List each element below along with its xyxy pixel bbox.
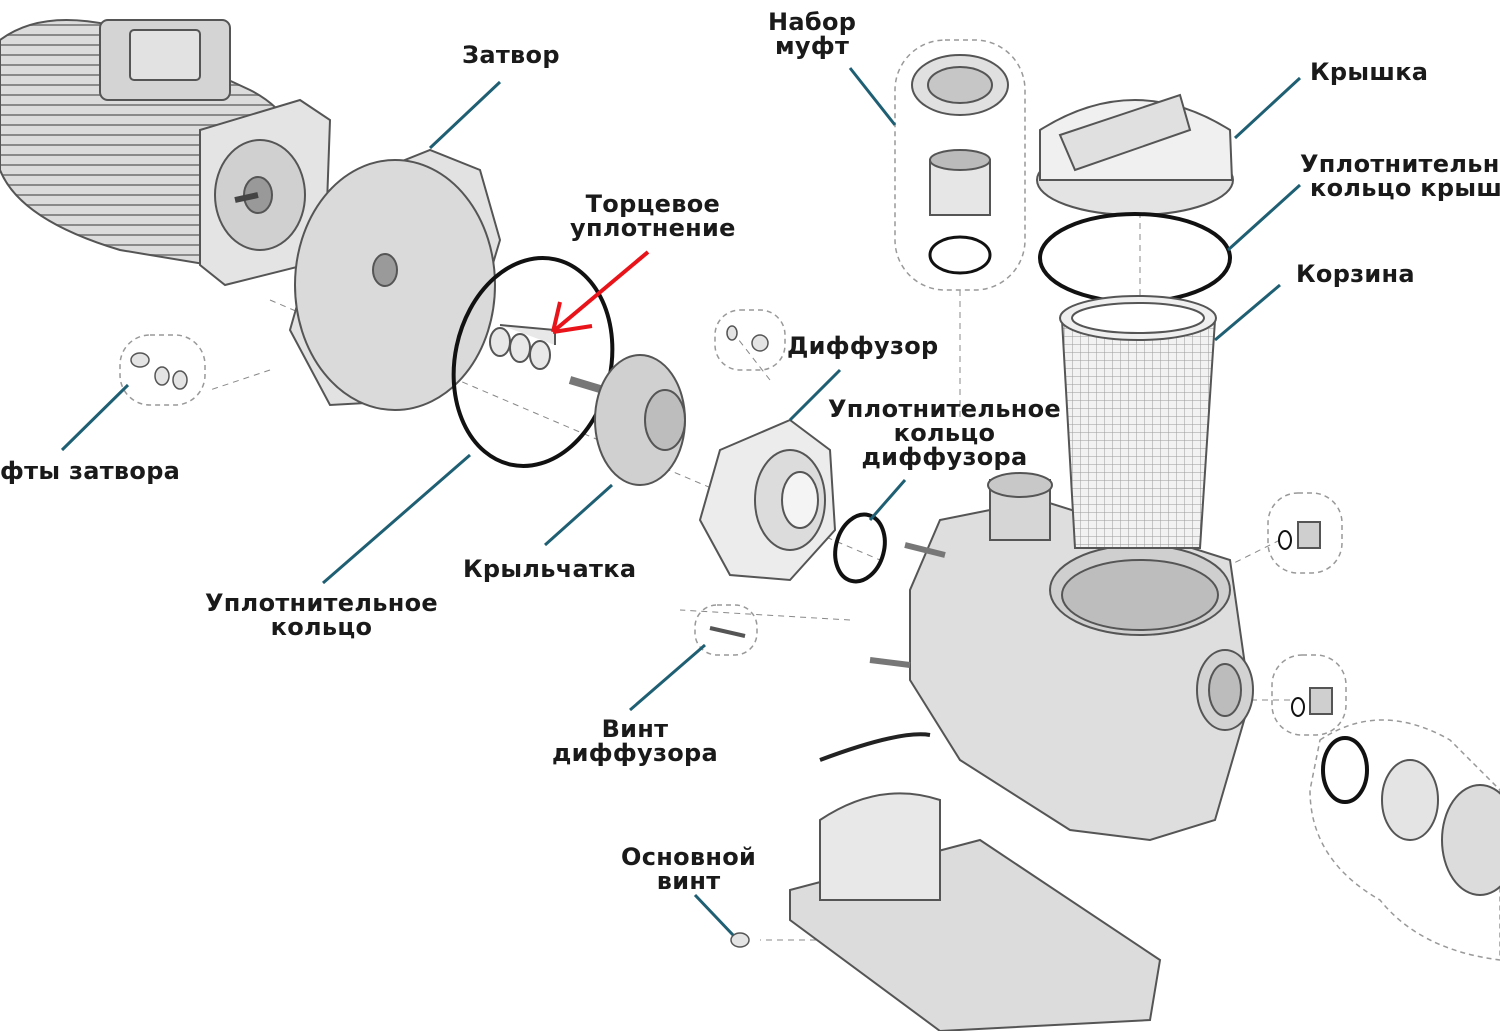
- pump-body-illustration: [869, 472, 1254, 842]
- mechanical-seal-highlight-arrow: [551, 250, 650, 334]
- label-basket: Корзина: [1296, 260, 1415, 288]
- main-screw-illustration: [730, 932, 750, 948]
- seal-plate-illustration: [288, 148, 502, 411]
- lid-illustration: [1036, 93, 1234, 216]
- base-illustration: [789, 732, 1162, 1033]
- diffuser-o-ring-illustration: [833, 512, 887, 584]
- label-seal-plate: Затвор: [462, 41, 560, 69]
- label-lid: Крышка: [1310, 58, 1429, 86]
- diffuser-illustration: [698, 418, 837, 582]
- mechanical-seal-illustration: [489, 324, 556, 370]
- label-seal-plate-couplings: фты затвора: [0, 457, 181, 485]
- impeller-illustration: [568, 354, 686, 486]
- seal-plate-bolts-illustration: [119, 334, 206, 406]
- leader-lines: [60, 67, 1302, 937]
- label-diffuser: Диффузор: [787, 332, 939, 360]
- outlet-coupling-illustration: [1309, 719, 1500, 961]
- motor-illustration: [0, 19, 332, 287]
- diffuser-screw-illustration: [694, 309, 786, 656]
- lid-o-ring-illustration: [1038, 212, 1232, 304]
- label-impeller: Крыльчатка: [463, 555, 637, 583]
- basket-illustration: [1059, 295, 1217, 549]
- coupling-set-illustration: [894, 39, 1026, 291]
- drain-plug-illustration: [1267, 492, 1347, 736]
